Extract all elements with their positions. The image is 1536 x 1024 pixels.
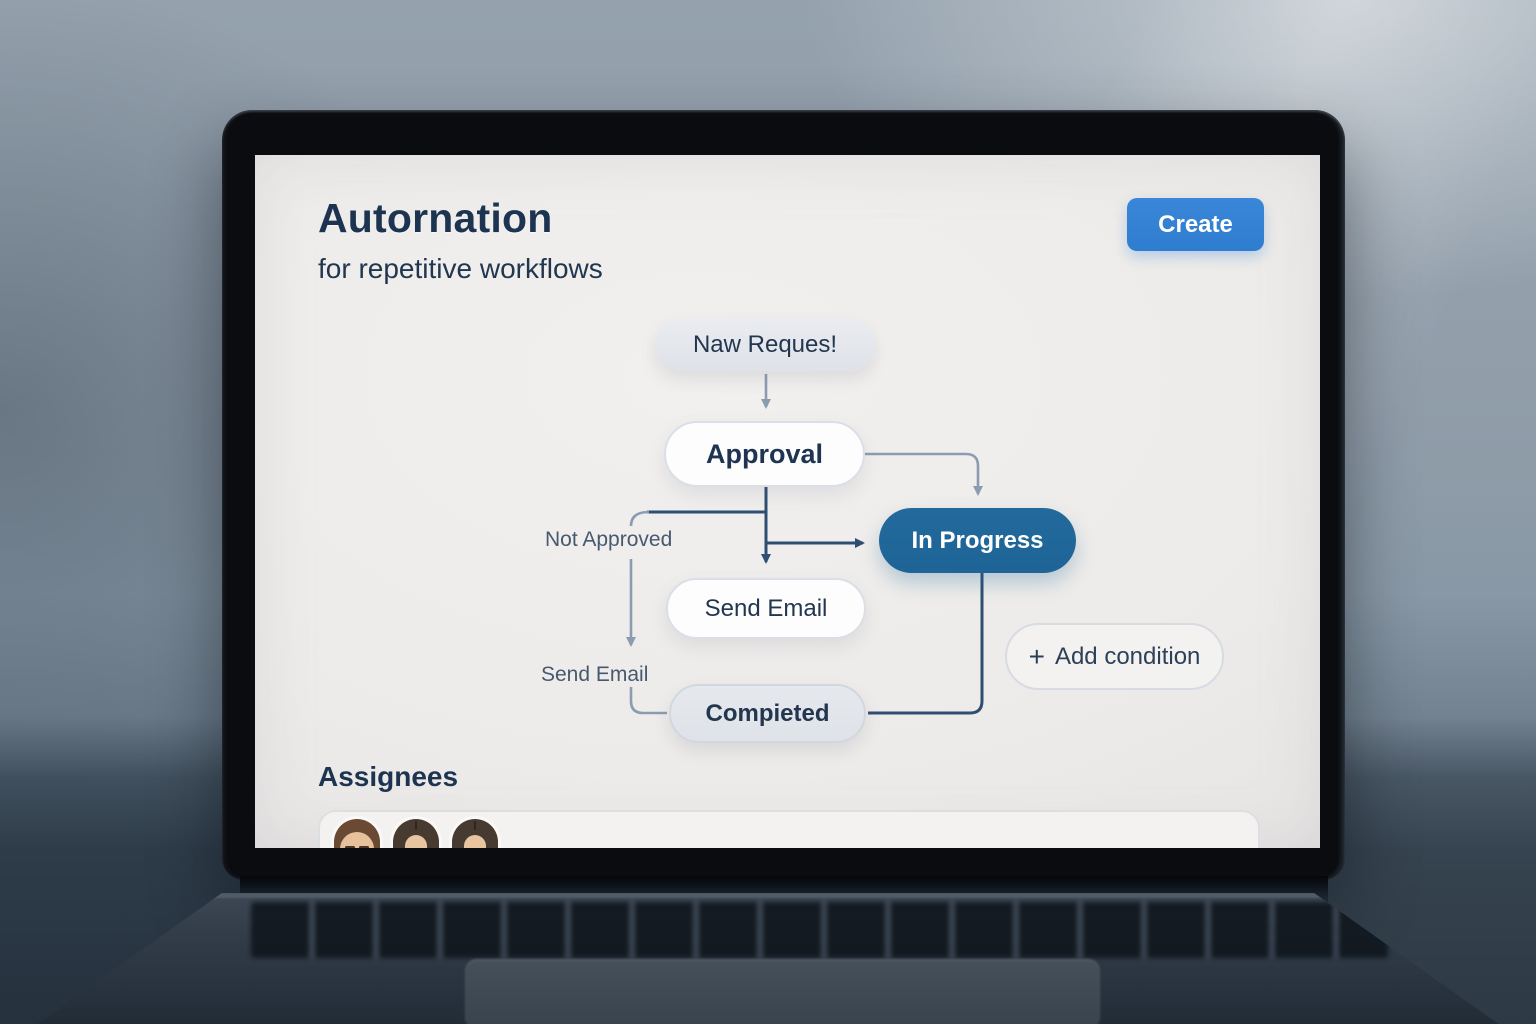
node-send-email[interactable]: Send Email (666, 578, 866, 639)
screen: Autornation for repetitive workflows Cre… (255, 155, 1320, 848)
workflow-canvas: Naw Reques! Approval In Progress Send Em… (255, 155, 1320, 848)
avatar-face (464, 835, 486, 848)
laptop-base-edge (37, 893, 1499, 898)
node-new-request[interactable]: Naw Reques! (655, 318, 875, 371)
add-condition-button[interactable]: + Add condition (1005, 623, 1224, 690)
avatar-eyebrow (345, 846, 355, 848)
man-short-brown-hair-avatar[interactable] (334, 819, 380, 848)
laptop-keyboard (251, 902, 1388, 958)
avatar-hair-part (415, 821, 417, 830)
avatar-face (405, 835, 427, 848)
plus-icon: + (1028, 640, 1045, 672)
assignees-card (318, 810, 1260, 848)
laptop-base (37, 893, 1499, 1024)
create-button[interactable]: Create (1127, 198, 1264, 251)
add-condition-label: Add condition (1054, 642, 1201, 670)
edge-label-send-email: Send Email (541, 663, 649, 686)
node-completed[interactable]: Compieted (669, 684, 866, 743)
woman-long-dark-hair-avatar[interactable] (452, 819, 498, 848)
page-subtitle: for repetitive workflows (318, 253, 603, 284)
avatar-eyebrow (359, 846, 369, 848)
woman-long-dark-hair-avatar[interactable] (393, 819, 439, 848)
avatar-hair-part (474, 821, 476, 830)
node-in-progress[interactable]: In Progress (879, 508, 1076, 573)
edge-label-not-approved: Not Approved (545, 528, 673, 551)
assignees-title: Assignees (318, 761, 459, 792)
avatar-face (340, 832, 374, 848)
laptop-trackpad (465, 959, 1101, 1024)
page-title: Autornation (318, 195, 553, 241)
workflow-connectors (626, 374, 984, 715)
node-approval[interactable]: Approval (664, 421, 865, 487)
